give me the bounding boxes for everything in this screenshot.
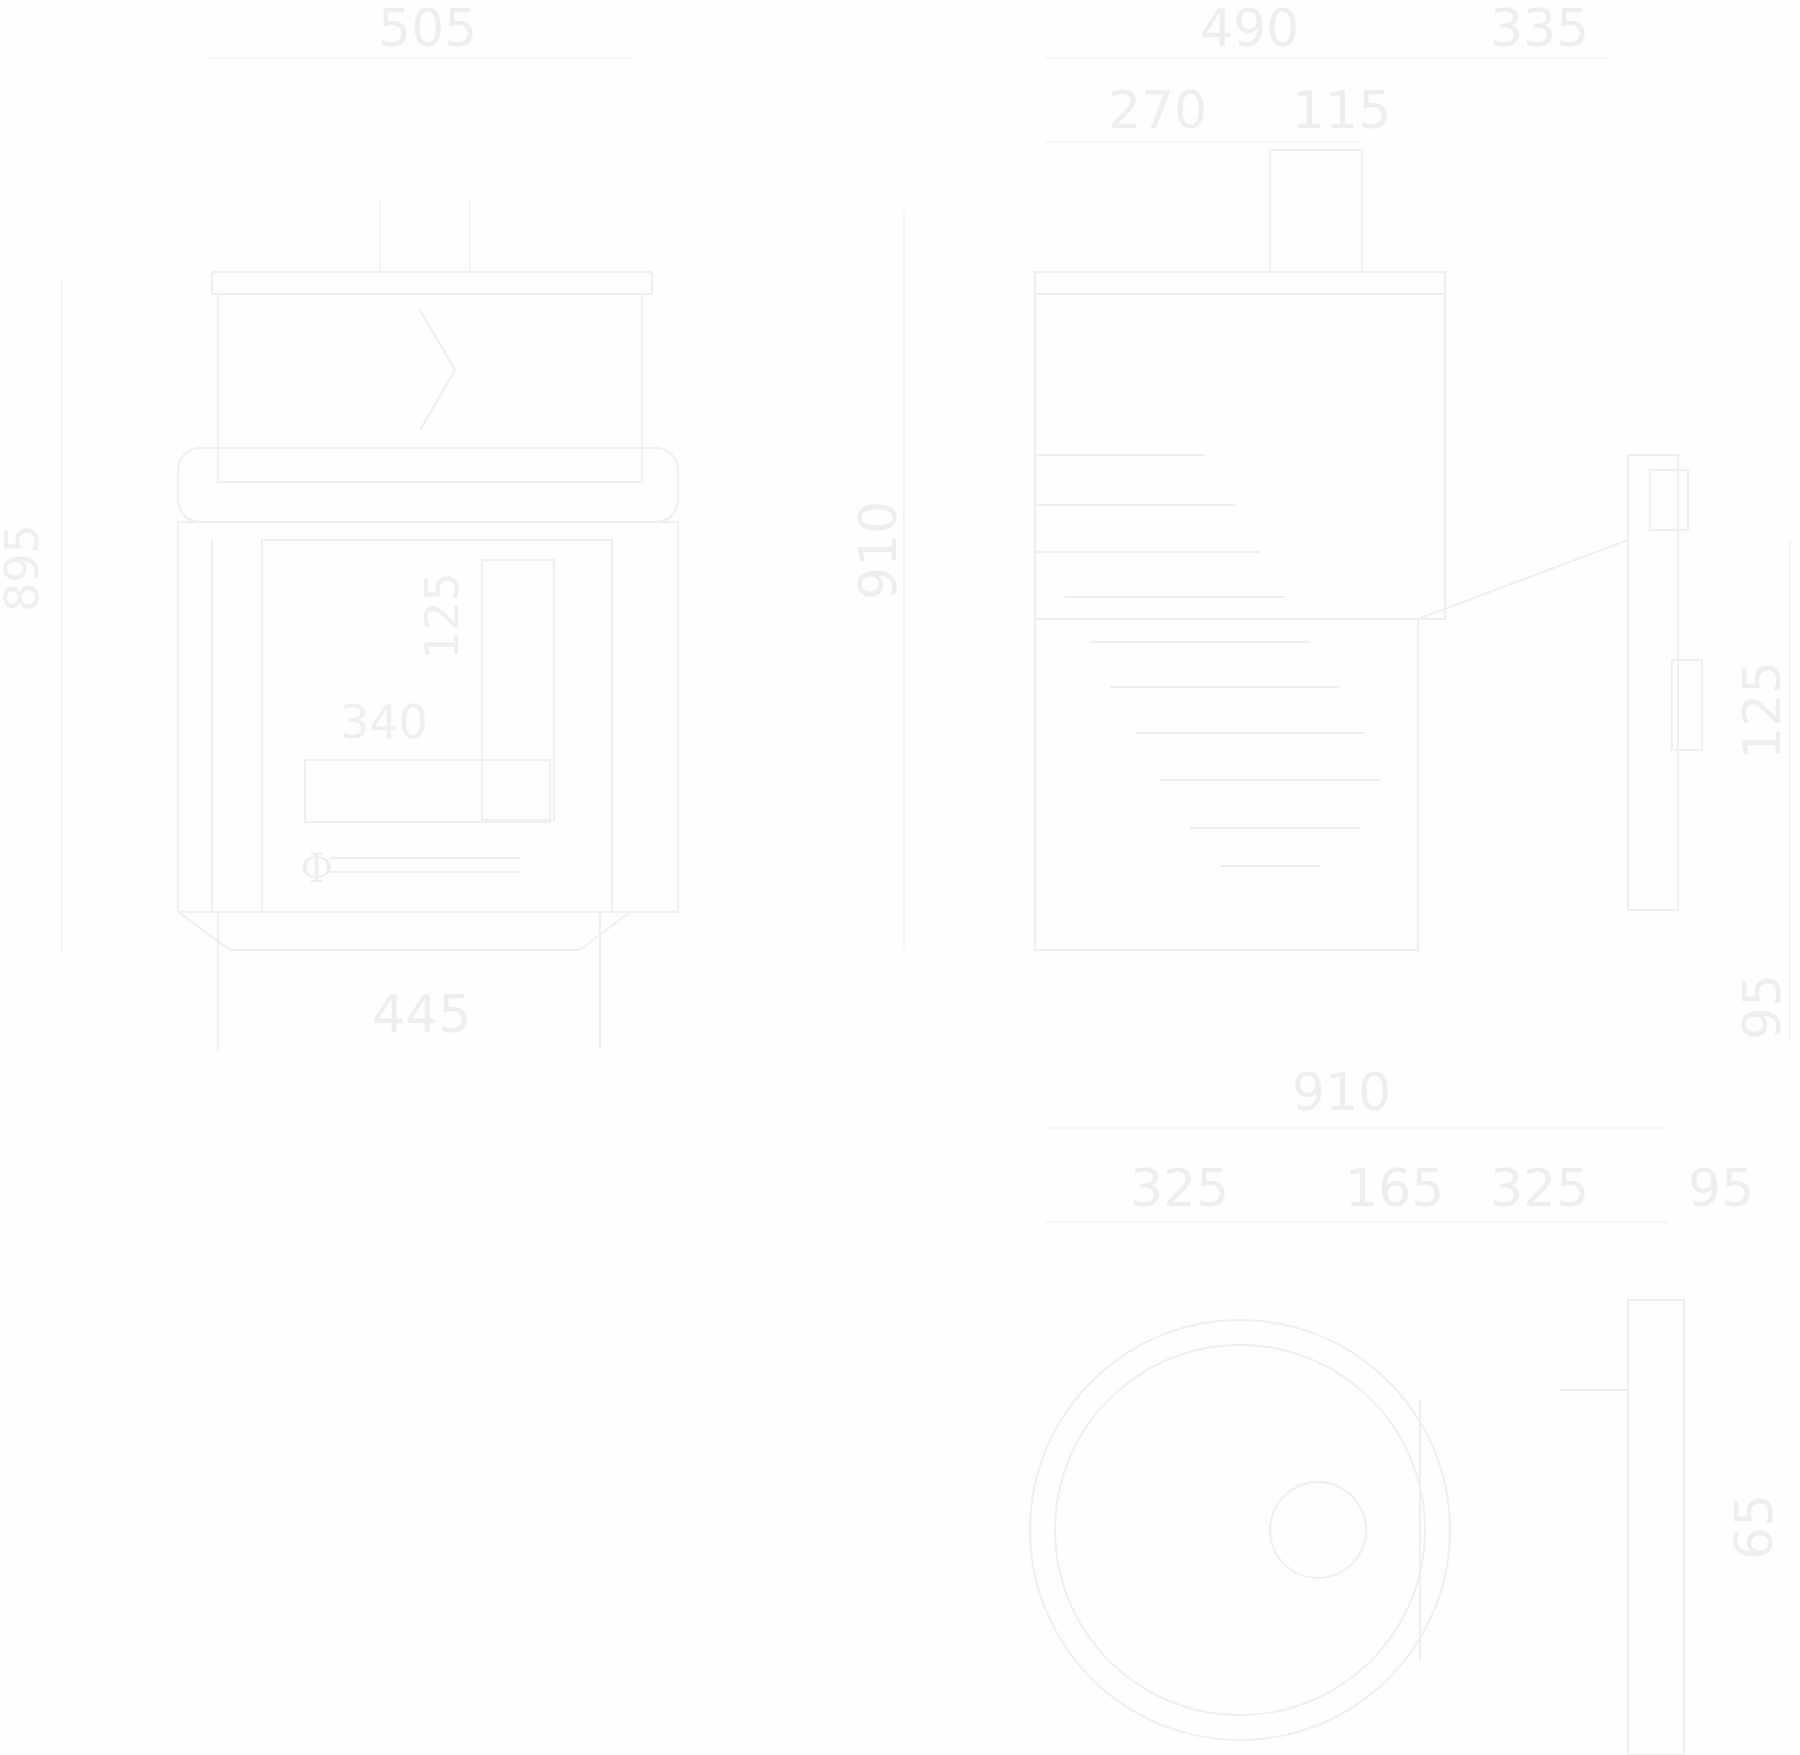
dim-bottom-a: 325	[1130, 1159, 1229, 1219]
dim-bottom-c: 325	[1490, 1159, 1589, 1219]
side-rear-outline	[1034, 619, 1419, 951]
dim-front-side-height: 895	[0, 524, 49, 612]
side-rear-bracket	[1671, 659, 1703, 751]
upper-body-outline	[217, 293, 643, 483]
side-body-outline	[1034, 293, 1446, 620]
center-dimension: 910	[849, 210, 909, 950]
dim-front-inner-vertical: 125	[415, 572, 469, 660]
dim-front-inner-width: 340	[340, 695, 428, 749]
base-skirt-outline	[177, 911, 631, 951]
side-rear-panel	[1627, 454, 1679, 911]
front-view: 505 340 125 Ф 445 895	[0, 0, 679, 1050]
dim-bottom-b: 165	[1345, 1159, 1444, 1219]
brand-plate-text: Ф	[300, 846, 333, 892]
dim-round-view-side: 65	[1725, 1494, 1785, 1560]
dim-front-top-width: 505	[378, 0, 477, 59]
round-middle-circle	[1054, 1344, 1426, 1716]
side-top-knob	[1269, 149, 1363, 273]
inner-block-outline	[481, 559, 555, 821]
dim-top-right-a: 490	[1200, 0, 1299, 59]
top-cap-outline	[211, 271, 653, 295]
inner-block-outline-2	[304, 759, 551, 823]
side-slant-edge	[1417, 539, 1629, 620]
round-center-hole	[1269, 1481, 1367, 1579]
dim-top-right-c: 270	[1108, 81, 1207, 141]
dim-center-height: 910	[849, 501, 909, 600]
dim-front-bottom-width: 445	[372, 985, 471, 1045]
side-top-cap	[1034, 271, 1446, 295]
dim-top-right-b: 335	[1490, 0, 1589, 59]
shoulder-outline	[177, 447, 679, 523]
dim-top-right-d: 115	[1292, 81, 1391, 141]
bottom-dimensions: 910 325 165 325 95	[1045, 1063, 1754, 1223]
side-vent-slots	[1035, 454, 1380, 867]
brand-plate-lines	[330, 857, 520, 873]
dim-bottom-d: 95	[1688, 1159, 1754, 1219]
front-handle-outline	[419, 309, 457, 431]
dim-right-side-a: 125	[1733, 661, 1793, 760]
top-round-view: 65	[1029, 1299, 1785, 1755]
round-outer-circle	[1029, 1319, 1451, 1741]
round-side-bar	[1627, 1299, 1685, 1755]
inner-panel-outline	[261, 539, 613, 913]
side-rear-handle	[1649, 469, 1689, 531]
dim-right-side-b: 95	[1733, 974, 1793, 1040]
side-view: 490 335 270 115 125 95	[1034, 0, 1793, 1040]
dim-bottom-total: 910	[1292, 1063, 1391, 1123]
